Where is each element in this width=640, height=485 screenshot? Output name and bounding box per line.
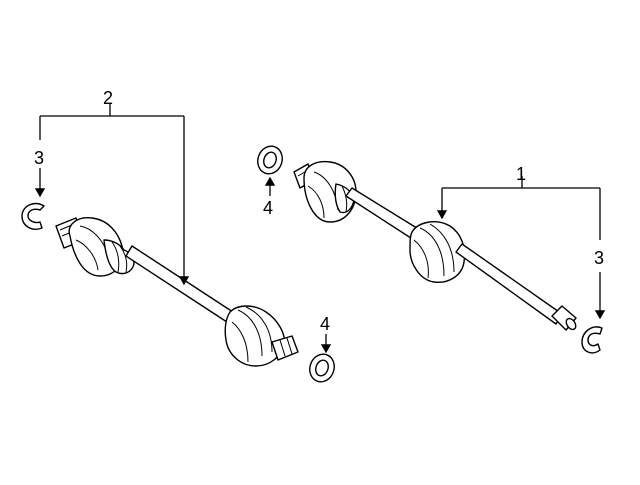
washer-bottom[interactable] [306, 351, 338, 386]
right-shaft-bar-outer [455, 243, 563, 325]
left-outer-boot [224, 305, 285, 367]
leader-2 [39, 104, 190, 286]
snap-ring-right[interactable] [581, 326, 603, 354]
callout-2[interactable]: 2 [103, 88, 113, 108]
right-axle-shaft[interactable] [293, 160, 578, 332]
callout-3-right[interactable]: 3 [594, 248, 604, 268]
right-shaft-splined-end [551, 305, 577, 331]
right-shaft-bar-mid [345, 187, 421, 241]
callout-4-bottom[interactable]: 4 [320, 314, 330, 334]
callout-3-left[interactable]: 3 [34, 148, 44, 168]
left-inner-boot [103, 239, 135, 275]
left-shaft-outer-stub [271, 335, 299, 361]
washer-top[interactable] [254, 143, 286, 178]
callout-1[interactable]: 1 [516, 164, 526, 184]
left-axle-shaft[interactable] [55, 217, 299, 367]
left-shaft-bar [125, 245, 237, 325]
callout-4-top[interactable]: 4 [263, 198, 273, 218]
right-center-cv-joint [409, 221, 466, 283]
leader-1 [436, 176, 601, 240]
snap-ring-left[interactable] [21, 202, 45, 230]
